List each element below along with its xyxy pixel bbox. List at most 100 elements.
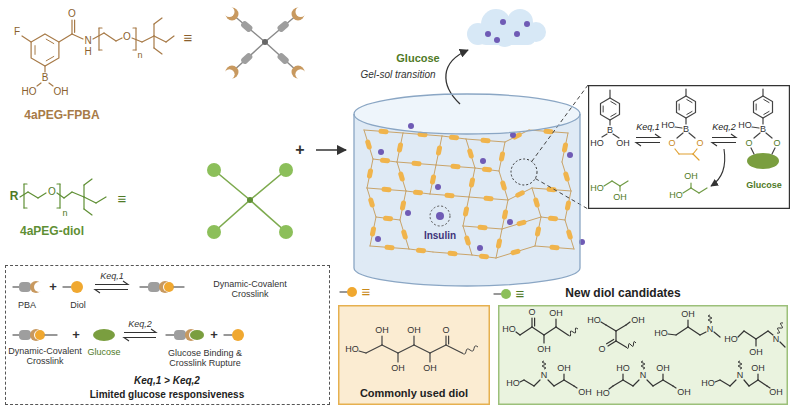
label: B (607, 125, 613, 135)
insulin-dot (436, 212, 444, 220)
network-strand (469, 168, 475, 197)
bond-line (619, 186, 620, 191)
ring-double-bond (603, 106, 604, 112)
bond-line (564, 380, 574, 386)
linker-pill (174, 330, 186, 340)
crescent-cut (163, 282, 173, 292)
label: N (84, 35, 91, 46)
bond-line (647, 380, 653, 386)
bond-line (28, 192, 38, 198)
bond-line (520, 380, 524, 382)
bond-line (744, 331, 756, 339)
bond-line (693, 154, 699, 160)
label: O (598, 344, 605, 354)
crosslink-pill (500, 180, 508, 191)
label: HO (654, 328, 668, 338)
bond-line (516, 332, 520, 335)
wavy-bond (641, 361, 645, 369)
crosslink-pill (514, 190, 525, 199)
bond-line (154, 36, 166, 42)
bond-line (690, 183, 691, 188)
bond-line (554, 380, 564, 386)
bond-line (668, 334, 676, 335)
diol-icon (35, 330, 45, 340)
network-strand (562, 162, 571, 191)
bond-line (751, 148, 754, 154)
bond-line (84, 209, 92, 215)
bond-line (153, 36, 154, 48)
bond-line (758, 380, 767, 386)
label: HO (22, 86, 37, 97)
linker-pill (19, 330, 31, 340)
bond-line (83, 185, 84, 197)
bond-line (59, 184, 60, 208)
bond-line (83, 197, 84, 209)
network-strand (463, 197, 469, 226)
bond-line (622, 374, 623, 380)
network-strand (508, 188, 532, 200)
label: HO (616, 363, 630, 373)
crosslink-pill (479, 253, 490, 259)
bond-line (524, 380, 534, 386)
ring-double-bond (35, 46, 36, 55)
bond-line (772, 148, 775, 154)
gel-top-face (354, 94, 580, 134)
crosslink-pill (401, 229, 409, 240)
network-strand (397, 133, 403, 162)
double-bond (531, 318, 532, 327)
crosslink-pill (449, 134, 460, 140)
label: B (42, 72, 49, 83)
double-bond (445, 336, 446, 345)
label: 4aPEG-FPBA (24, 109, 99, 122)
label: O (442, 325, 449, 335)
bond-line (738, 331, 744, 337)
insulin-dot (378, 149, 384, 155)
network-strand (496, 229, 502, 258)
crosslink-pill (477, 225, 487, 231)
bond-line (663, 380, 673, 386)
double-bond (607, 339, 614, 343)
bond-line (754, 133, 760, 138)
cloud-part (478, 28, 536, 45)
bond-line (606, 325, 616, 331)
crosslink-pill (549, 245, 559, 251)
label: OH (537, 344, 551, 354)
bond-line (700, 332, 706, 335)
tether-line (13, 334, 19, 335)
bond-line (615, 331, 616, 341)
diol-icon (347, 287, 357, 297)
bond-line (397, 353, 398, 362)
bond-line (116, 38, 122, 41)
bond-line (153, 24, 154, 36)
linker-pill (19, 282, 31, 292)
bond-line (699, 188, 707, 193)
label: OH (631, 315, 645, 325)
label: HO (590, 183, 604, 193)
bond-line (762, 89, 763, 96)
star-core (247, 197, 253, 203)
label: HO (345, 344, 359, 354)
bond-line (780, 342, 785, 347)
label: OH (656, 363, 670, 373)
insulin-dot (485, 31, 491, 37)
crosslink-pill (397, 142, 404, 153)
bond-line (720, 380, 730, 386)
crosslink-pill (533, 197, 541, 208)
double-bond (534, 318, 535, 326)
bond-line (548, 380, 554, 386)
bond-line (626, 322, 630, 325)
crosslink-pill (496, 238, 503, 249)
gel-body (354, 114, 580, 268)
bond-line (616, 325, 626, 331)
bond-line (398, 345, 414, 353)
wavy-bond (626, 342, 636, 349)
crosslink-pill (482, 166, 493, 172)
label: ≡ (118, 191, 127, 208)
label: HO (502, 324, 516, 334)
double-bond (74, 20, 75, 32)
bond-line (766, 133, 772, 138)
label: + (49, 280, 57, 295)
bond-line (413, 336, 414, 345)
bond-line (675, 149, 679, 154)
